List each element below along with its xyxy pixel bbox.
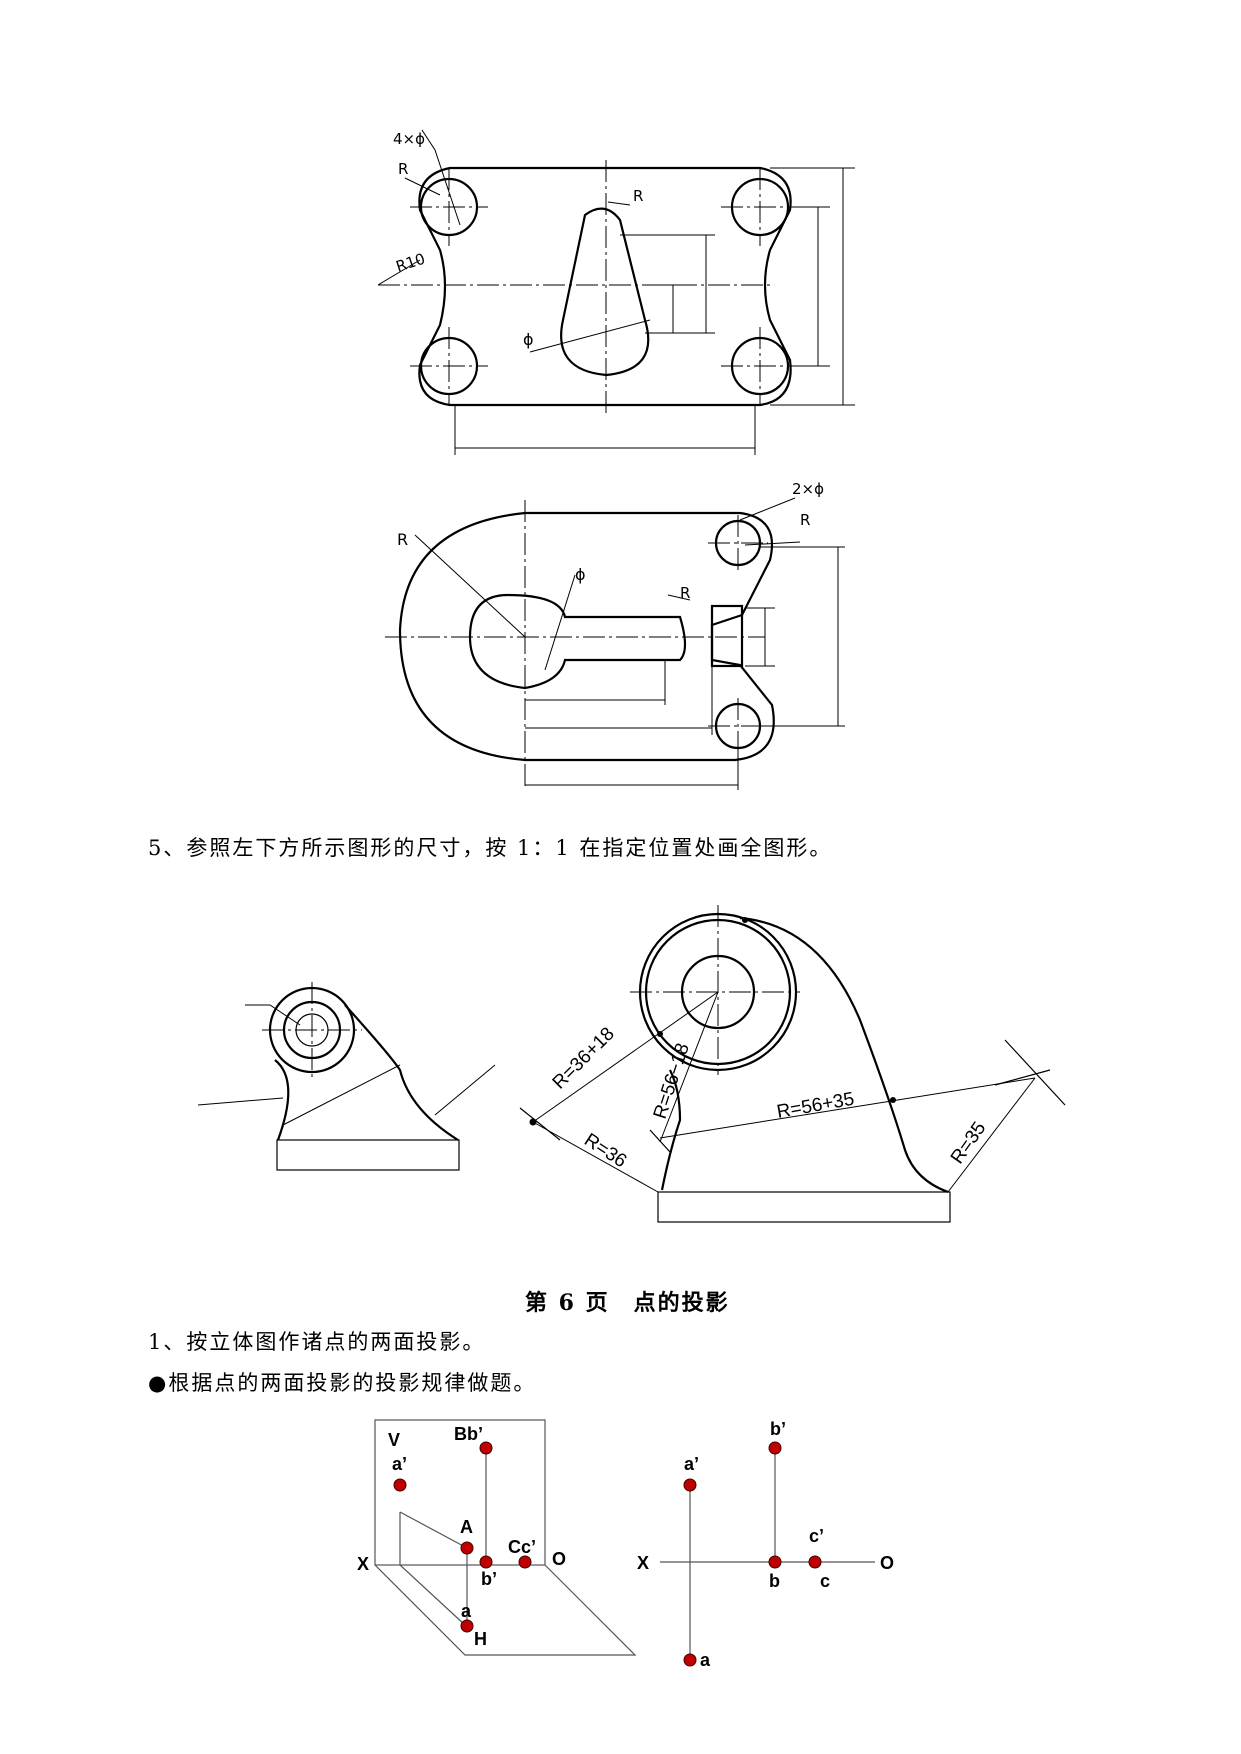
proj2d-label-c-prime: c’ [809, 1526, 824, 1546]
proj3d-label-V: V [388, 1430, 400, 1450]
proj3d-label-H: H [474, 1629, 487, 1649]
drawing-support-small [197, 982, 496, 1171]
proj3d-label-a: a [461, 1601, 472, 1621]
point-C [518, 1555, 532, 1569]
drawing3-r5-label: R=35 [947, 1118, 991, 1168]
point2d-a-prime [683, 1478, 697, 1492]
point2d-b [768, 1555, 782, 1569]
drawing1-r10-label: R10 [394, 250, 428, 276]
drawing1-holes-label: 4×ϕ [393, 130, 425, 148]
drawing2-phi-label: ϕ [575, 565, 586, 584]
proj2d-label-b: b [769, 1571, 780, 1591]
proj2d-label-c: c [820, 1571, 830, 1591]
section-title: 第 6 页 点的投影 [525, 1290, 730, 1316]
point-a-prime [393, 1478, 407, 1492]
drawing2-r-slot-label: R [680, 584, 690, 602]
drawing3-r2-label: R=56−18 [650, 1041, 694, 1122]
drawing-keyhole-bracket [385, 497, 845, 790]
proj3d-label-O: O [552, 1549, 566, 1569]
bullet-instruction: ●根据点的两面投影的投影规律做题。 [148, 1371, 537, 1395]
proj2d-label-a: a [700, 1650, 711, 1670]
question-5-instruction: 5、参照左下方所示图形的尺寸，按 1：1 在指定位置处画全图形。 [148, 836, 833, 860]
drawing2-r-big-label: R [397, 530, 408, 549]
drawing1-phi-label: ϕ [523, 330, 534, 349]
drawing3-r3-label: R=56+35 [775, 1089, 856, 1123]
proj3d-label-b-prime: b’ [481, 1569, 497, 1589]
proj2d-label-X: X [637, 1553, 649, 1573]
point2d-c [808, 1555, 822, 1569]
proj2d-label-b-prime: b’ [770, 1419, 786, 1439]
proj3d-label-a-prime: a’ [392, 1454, 407, 1474]
drawing3-r1-label: R=36+18 [549, 1023, 619, 1093]
drawing2-holes-label: 2×ϕ [792, 480, 824, 498]
proj3d-label-A: A [460, 1517, 473, 1537]
projection-3d-diagram [374, 1419, 637, 1656]
drawing3-r4-label: R=36 [580, 1130, 630, 1173]
drawing-plate-four-holes [377, 129, 855, 455]
point2d-b-prime [768, 1441, 782, 1455]
point-b-prime [479, 1555, 493, 1569]
point2d-a [683, 1653, 697, 1667]
proj3d-label-Bb: Bb’ [454, 1424, 483, 1444]
projection-2d-diagram [660, 1441, 875, 1667]
proj3d-label-X: X [357, 1554, 369, 1574]
point-A [460, 1541, 474, 1555]
point-B-prime [479, 1441, 493, 1455]
drawing1-r-label: R [398, 160, 408, 178]
drawing1-slot-r-label: R [633, 187, 643, 205]
proj3d-label-Cc: Cc’ [508, 1537, 536, 1557]
drawing2-r-ear-label: R [800, 511, 810, 529]
proj2d-label-a-prime: a’ [684, 1454, 699, 1474]
drawing-support-construction [519, 905, 1066, 1223]
point-a [460, 1619, 474, 1633]
question-1-instruction: 1、按立体图作诸点的两面投影。 [148, 1330, 486, 1354]
proj2d-label-O: O [880, 1553, 894, 1573]
